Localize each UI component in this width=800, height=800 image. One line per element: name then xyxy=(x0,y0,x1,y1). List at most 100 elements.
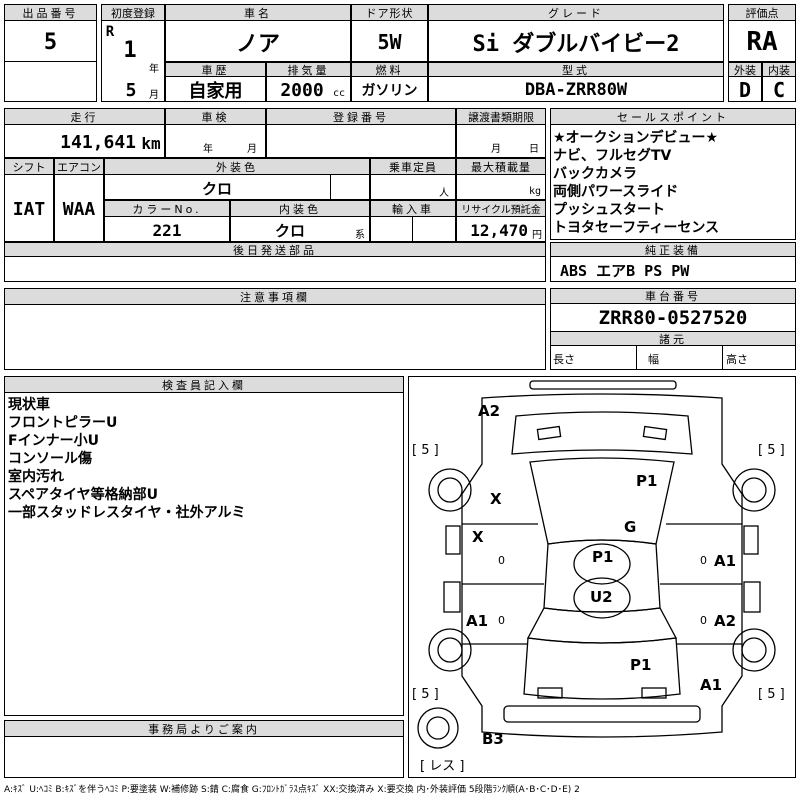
history-value: 自家用 xyxy=(188,81,243,102)
inspection-header: 車検 xyxy=(165,108,266,125)
shift-value: IAT xyxy=(12,198,46,220)
transfer-header: 譲渡書類期限 xyxy=(456,108,546,125)
door-value: 5W xyxy=(377,30,402,54)
damage-mark: 0 xyxy=(498,614,505,627)
tailgate xyxy=(523,637,681,700)
inspector-note: 室内汚れ xyxy=(8,469,64,485)
width-label: 幅 xyxy=(648,353,659,366)
reg-no-header: 登録番号 xyxy=(266,108,456,125)
sales-point-item: ナビ、フルセグTV xyxy=(553,148,672,164)
spare-tire xyxy=(417,707,459,749)
ext-color-divider xyxy=(330,175,331,200)
chassis-header: 車台番号 xyxy=(550,288,796,304)
int-color-value: クロ xyxy=(274,221,305,240)
first-reg-header: 初度登録 xyxy=(101,4,165,21)
tire-front-right-inner xyxy=(741,477,767,503)
tire-front-left-inner xyxy=(437,477,463,503)
damage-mark: 0 xyxy=(700,554,707,567)
int-color-header: 内装色 xyxy=(230,200,370,217)
damage-mark: X xyxy=(472,528,484,546)
rear-lamp-right xyxy=(641,687,667,699)
spec-divider-1 xyxy=(636,346,637,370)
damage-mark: A1 xyxy=(700,676,722,694)
inspector-note: コンソール傷 xyxy=(8,451,92,467)
inspection-year-unit: 年 xyxy=(203,143,213,155)
capacity-header: 乗車定員 xyxy=(370,158,456,175)
sales-point-item: バックカメラ xyxy=(553,166,637,182)
sales-point-item: トヨタセーフティーセンス xyxy=(553,220,720,236)
damage-mark: G xyxy=(624,518,636,536)
lot-divider xyxy=(4,61,97,62)
ext-color-value: クロ xyxy=(201,179,232,198)
fuel-value: ガソリン xyxy=(361,83,418,99)
interior-value: C xyxy=(772,78,786,102)
tire-rear-right xyxy=(732,628,776,672)
first-reg-year: 1 xyxy=(123,37,137,63)
tire-rear-right-inner xyxy=(741,637,767,663)
left-mirror xyxy=(445,525,461,555)
damage-mark: A2 xyxy=(478,402,500,420)
km-unit: km xyxy=(141,133,161,153)
tire-label: [ 5 ] xyxy=(412,687,439,702)
lot-no-value: 5 xyxy=(43,29,58,55)
height-label: 高さ xyxy=(726,353,748,366)
aircon-header: エアコン xyxy=(54,158,104,175)
right-mirror xyxy=(743,525,759,555)
spare-tire-inner xyxy=(426,716,450,740)
notes-header: 注意事項欄 xyxy=(4,288,546,305)
tire-front-left xyxy=(428,468,472,512)
first-reg-month: 5 xyxy=(125,79,137,101)
chassis-value: ZRR80-0527520 xyxy=(598,307,748,329)
rear-roof xyxy=(573,577,631,619)
yen-unit: 円 xyxy=(532,229,542,241)
capacity-unit: 人 xyxy=(439,187,449,199)
inspector-note: Fインナー小U xyxy=(8,433,99,449)
displacement-header: 排気量 xyxy=(266,62,351,77)
inspection-month-unit: 月 xyxy=(247,143,257,155)
right-step xyxy=(743,581,761,613)
damage-mark: X xyxy=(490,490,502,508)
spare-label: [ レス ] xyxy=(420,759,464,774)
sales-point-item: プッシュスタート xyxy=(553,202,665,218)
transfer-day-unit: 日 xyxy=(529,143,539,155)
score-header: 評価点 xyxy=(728,4,796,21)
load-unit: kg xyxy=(528,185,542,197)
genuine-value: ABS エアB PS PW xyxy=(560,261,690,280)
door-header: ドア形状 xyxy=(351,4,428,21)
inspector-note: フロントピラーU xyxy=(8,415,118,431)
damage-mark: P1 xyxy=(630,656,651,674)
fuel-header: 燃料 xyxy=(351,62,428,77)
sunroof xyxy=(573,543,631,585)
history-header: 車歴 xyxy=(165,62,266,77)
inspector-note: スペアタイヤ等格納部U xyxy=(8,487,158,503)
damage-mark: A2 xyxy=(714,612,736,630)
recycle-value: 12,470 xyxy=(470,220,528,240)
car-diagram-box xyxy=(408,376,796,778)
first-reg-year-unit: 年 xyxy=(149,63,159,75)
displacement-value: 2000 xyxy=(280,79,324,101)
tire-rear-left xyxy=(428,628,472,672)
later-parts-header: 後日発送部品 xyxy=(4,242,546,257)
damage-mark: U2 xyxy=(590,588,613,606)
recycle-header: リサイクル預託金 xyxy=(456,200,546,217)
rear-lamp-left xyxy=(537,687,563,699)
sales-points-header: セールスポイント xyxy=(550,108,796,125)
spec-divider-2 xyxy=(722,346,723,370)
tire-rear-left-inner xyxy=(437,637,463,663)
damage-mark: A1 xyxy=(466,612,488,630)
windshield xyxy=(529,457,675,545)
grille-right xyxy=(642,425,668,441)
damage-mark: 0 xyxy=(498,554,505,567)
aircon-value: WAA xyxy=(62,198,96,220)
first-reg-month-unit: 月 xyxy=(149,89,159,101)
grade-value: Si ダブルバイビー2 xyxy=(472,32,680,57)
hood-panel xyxy=(511,411,693,455)
damage-mark: P1 xyxy=(636,472,657,490)
rear-bumper xyxy=(503,705,701,723)
inspector-header: 検査員記入欄 xyxy=(4,376,404,393)
damage-mark: A1 xyxy=(714,552,736,570)
import-divider xyxy=(412,217,413,242)
color-no-value: 221 xyxy=(152,220,182,240)
car-name-header: 車名 xyxy=(165,4,351,21)
car-diagram: [ 5 ] [ 5 ] [ 5 ] [ 5 ] [ レス ] A2 X P1 G… xyxy=(412,380,785,774)
